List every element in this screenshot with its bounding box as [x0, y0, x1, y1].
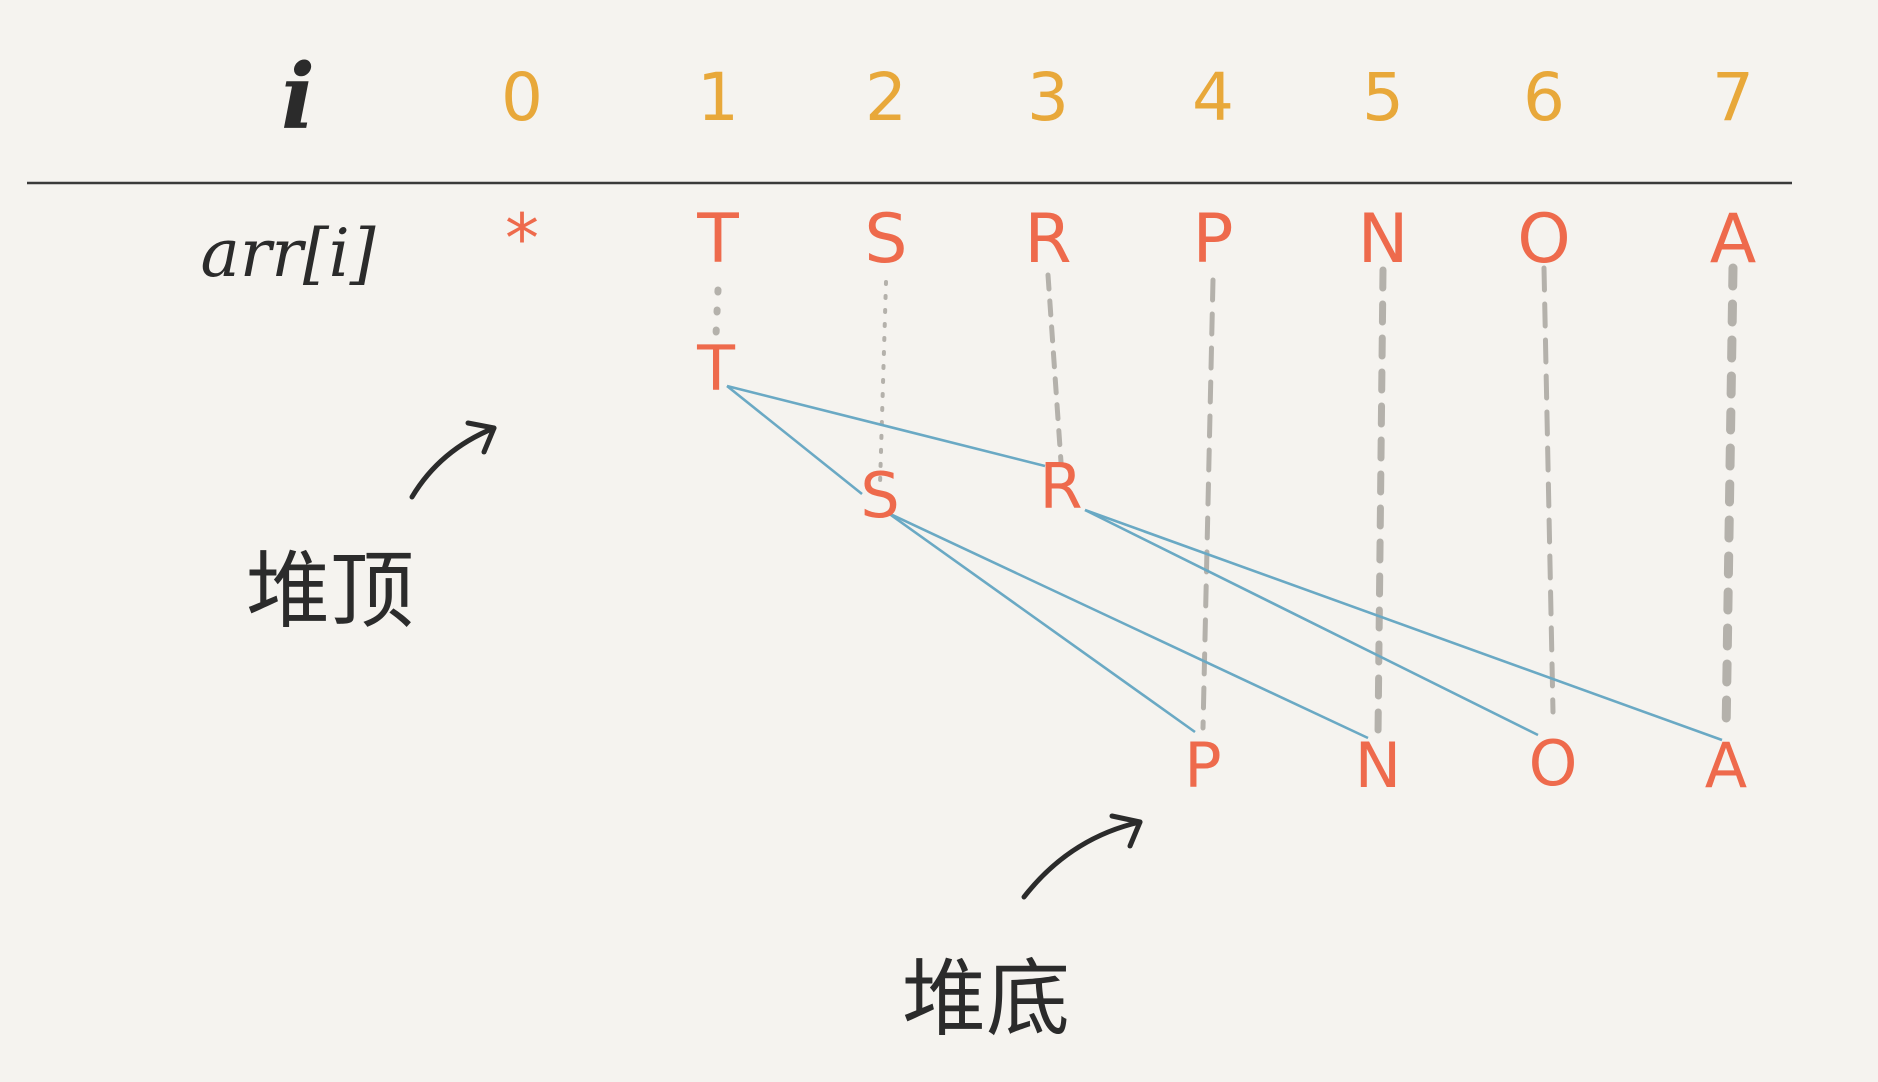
tree-edge-R-A	[1084, 508, 1723, 742]
guide-line-1	[712, 286, 722, 339]
tree-edge-R-O	[1084, 508, 1539, 737]
index-row-label: i	[281, 44, 315, 150]
guide-line-2	[878, 280, 888, 487]
tree-node-A: A	[1705, 729, 1747, 802]
tree-node-R: R	[1039, 450, 1082, 523]
index-label-2: 2	[865, 59, 907, 136]
index-label-3: 3	[1027, 59, 1069, 136]
guide-line-7	[1721, 263, 1738, 740]
heap-bottom-label: 堆底	[902, 950, 1070, 1048]
tree-node-O: O	[1529, 727, 1578, 800]
guide-line-5	[1374, 266, 1387, 739]
index-label-6: 6	[1523, 59, 1565, 136]
index-row: 0 1 2 3 4 5 6 7	[501, 59, 1754, 136]
heap-top-label: 堆顶	[246, 542, 414, 640]
heap-top-arrow	[409, 425, 497, 500]
index-label-7: 7	[1712, 59, 1754, 136]
index-label-1: 1	[697, 59, 739, 136]
array-value-0: *	[505, 200, 539, 279]
array-value-2: S	[864, 200, 907, 279]
tree-node-S: S	[860, 459, 899, 532]
tree-node-N: N	[1355, 729, 1401, 802]
array-value-1: T	[696, 200, 739, 279]
tree-edges	[726, 384, 1723, 742]
array-value-4: P	[1192, 200, 1233, 279]
tree-edge-T-S	[726, 384, 863, 496]
guide-line-4	[1200, 277, 1216, 731]
tree-edge-S-N	[887, 511, 1369, 740]
array-value-3: R	[1024, 200, 1071, 279]
array-row-label: arr[i]	[200, 215, 375, 292]
array-value-5: N	[1358, 200, 1409, 279]
guide-line-3	[1045, 272, 1064, 465]
tree-edge-T-R	[726, 384, 1046, 468]
index-label-4: 4	[1192, 59, 1234, 136]
guide-line-6	[1541, 265, 1556, 715]
tree-edge-S-P	[887, 511, 1196, 734]
tree-nodes: T S R P N O A	[696, 332, 1747, 802]
tree-node-P: P	[1184, 729, 1221, 802]
heap-bottom-arrow	[1021, 819, 1143, 900]
heap-top-arrow-head	[465, 420, 497, 455]
heap-bottom-arrow-head	[1109, 813, 1143, 849]
tree-node-T: T	[696, 332, 736, 405]
index-label-5: 5	[1362, 59, 1404, 136]
guide-lines	[712, 263, 1738, 740]
index-label-0: 0	[501, 59, 543, 136]
